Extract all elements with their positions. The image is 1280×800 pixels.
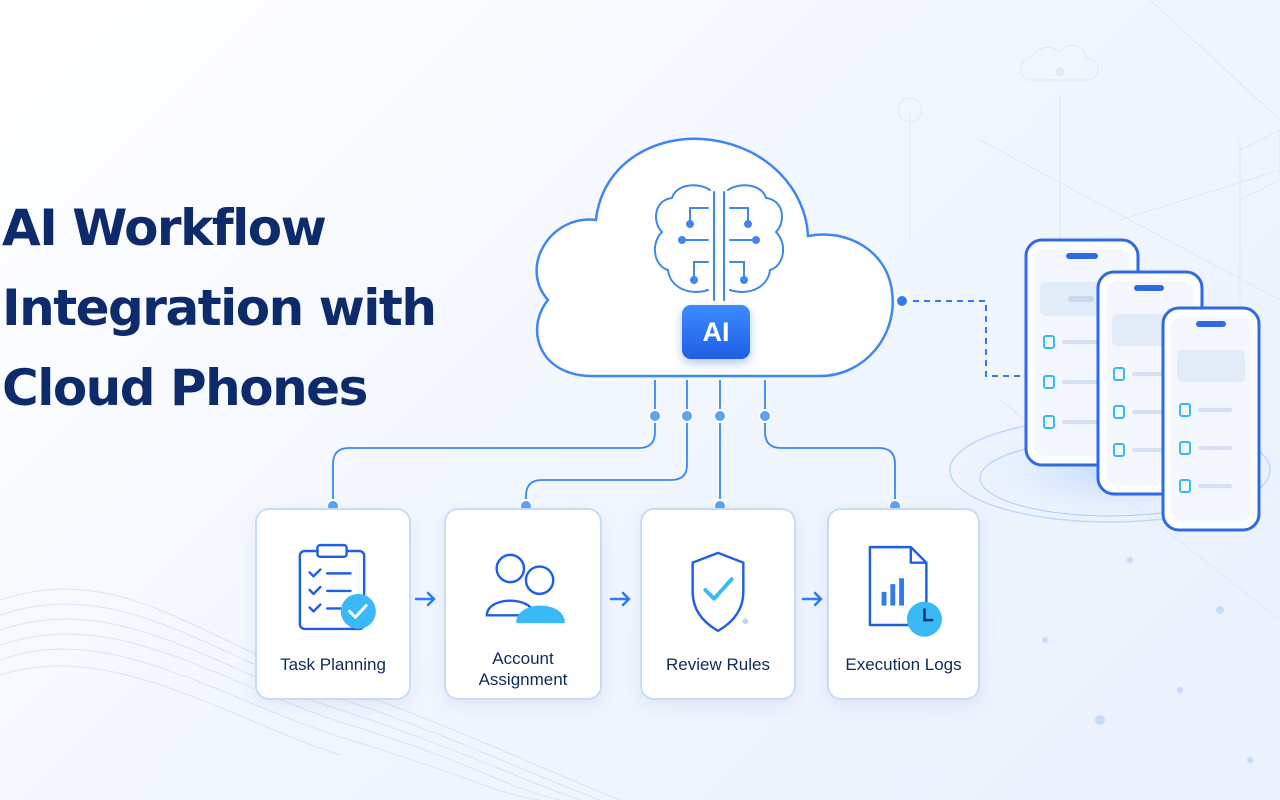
- step-card-account-assignment[interactable]: Account Assignment: [444, 508, 602, 700]
- users-icon: [485, 553, 565, 624]
- ai-badge: AI: [682, 305, 750, 359]
- title-line-2: Integration with: [2, 279, 437, 337]
- connector-lines: [332, 380, 896, 506]
- clipboard-checklist-icon: [298, 543, 376, 631]
- shield-check-icon: [691, 551, 749, 633]
- step-card-execution-logs[interactable]: Execution Logs: [827, 508, 980, 700]
- title-line-1: AI Workflow: [2, 199, 327, 257]
- phone-icon-3: [1161, 306, 1261, 532]
- arrow-right-icon-2: [609, 591, 631, 607]
- step-label: Task Planning: [280, 655, 386, 674]
- connector-nodes: [326, 409, 902, 513]
- title-line-3: Cloud Phones: [2, 359, 368, 417]
- brain-circuit-icon: [653, 184, 785, 301]
- step-label: Execution Logs: [845, 655, 962, 674]
- step-label: Review Rules: [666, 655, 770, 674]
- dashed-link: [902, 300, 1024, 377]
- page-title: AI Workflow Integration with Cloud Phone…: [2, 188, 437, 428]
- report-clock-icon: [868, 545, 942, 637]
- step-label: Account Assignment: [446, 648, 600, 690]
- flow-arrows: [414, 591, 823, 607]
- arrow-right-icon-1: [414, 591, 436, 607]
- step-card-review-rules[interactable]: Review Rules: [640, 508, 796, 700]
- arrow-right-icon-3: [801, 591, 823, 607]
- wave-lines: [0, 588, 621, 800]
- step-label-line-2: Assignment: [478, 670, 568, 689]
- step-label-line-1: Account: [492, 649, 554, 668]
- step-card-task-planning[interactable]: Task Planning: [255, 508, 411, 700]
